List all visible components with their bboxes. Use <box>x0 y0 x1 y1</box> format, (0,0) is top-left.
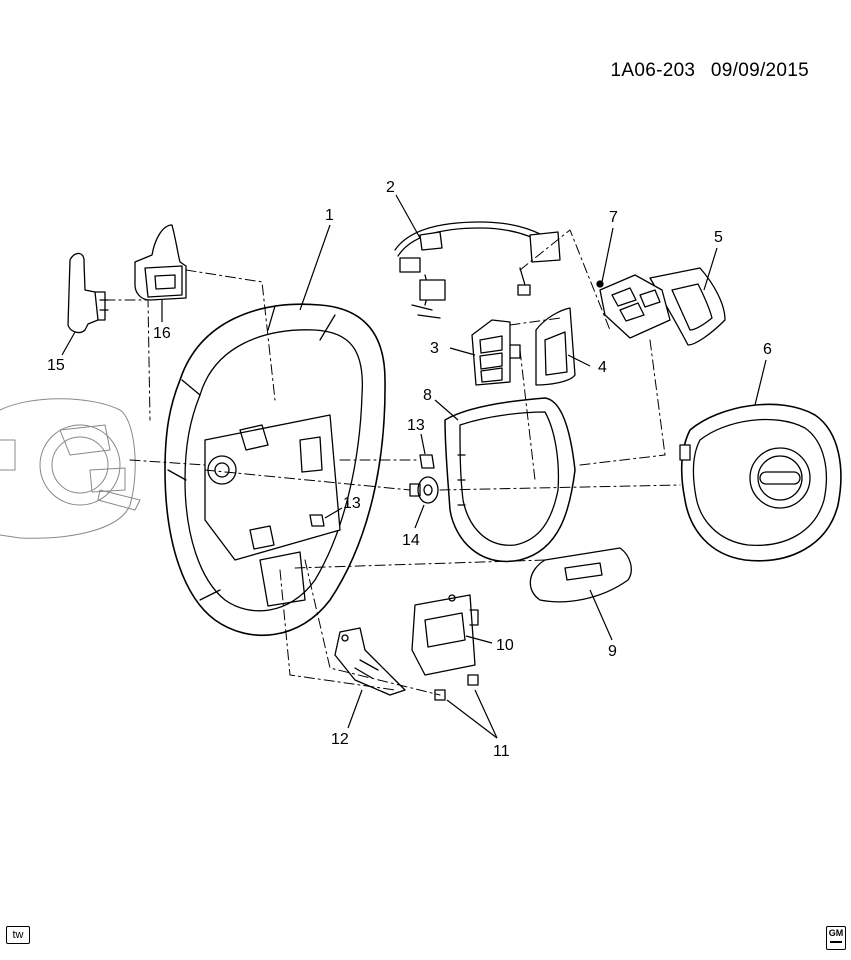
callout-13-lower: 13 <box>343 495 361 512</box>
part-12-mounting-bracket <box>334 627 406 696</box>
part-7-right-switch <box>596 274 671 339</box>
part-8-center-cover <box>444 397 576 563</box>
callout-2: 2 <box>386 179 395 196</box>
callout-7: 7 <box>609 209 618 226</box>
gm-logo: GM <box>826 926 846 950</box>
diagram-date: 09/09/2015 <box>710 60 809 81</box>
callout-9: 9 <box>608 643 617 660</box>
part-11-bolts <box>434 674 479 701</box>
callout-13-upper: 13 <box>407 417 425 434</box>
callout-12: 12 <box>331 731 349 748</box>
gm-logo-bar <box>830 941 842 943</box>
callout-6: 6 <box>763 341 772 358</box>
callout-10: 10 <box>496 637 514 654</box>
part-2-wiring-harness <box>394 221 561 319</box>
gm-logo-text: GM <box>828 928 844 938</box>
callout-11: 11 <box>493 743 510 760</box>
part-16-right-paddle <box>134 224 187 301</box>
part-15-left-paddle <box>67 252 109 334</box>
callout-14: 14 <box>402 532 420 549</box>
part-4-left-bezel <box>535 307 576 386</box>
part-3-left-switch <box>471 319 521 386</box>
callout-8: 8 <box>423 387 432 404</box>
part-10-control-module <box>411 594 479 676</box>
leader-lines <box>61 194 767 739</box>
callout-15: 15 <box>47 357 65 374</box>
part-9-lower-trim <box>529 547 632 603</box>
part-14-washer <box>409 476 439 504</box>
callout-4: 4 <box>598 359 607 376</box>
part-13-nuts <box>309 454 435 527</box>
diagram-header: 1A06-203 09/09/2015 <box>611 60 810 82</box>
steering-column-housing <box>0 398 141 539</box>
callout-1: 1 <box>325 207 334 224</box>
tw-badge: tw <box>6 926 30 944</box>
part-1-steering-wheel <box>164 303 386 637</box>
callout-3: 3 <box>430 340 439 357</box>
part-6-airbag-module <box>679 403 842 562</box>
diagram-code: 1A06-203 <box>610 60 696 81</box>
callout-labels: 1 2 3 4 5 6 7 8 9 10 11 12 13 13 14 15 1… <box>47 179 772 760</box>
callout-5: 5 <box>714 229 723 246</box>
assembly-lines <box>104 229 681 696</box>
callout-16: 16 <box>153 325 171 342</box>
